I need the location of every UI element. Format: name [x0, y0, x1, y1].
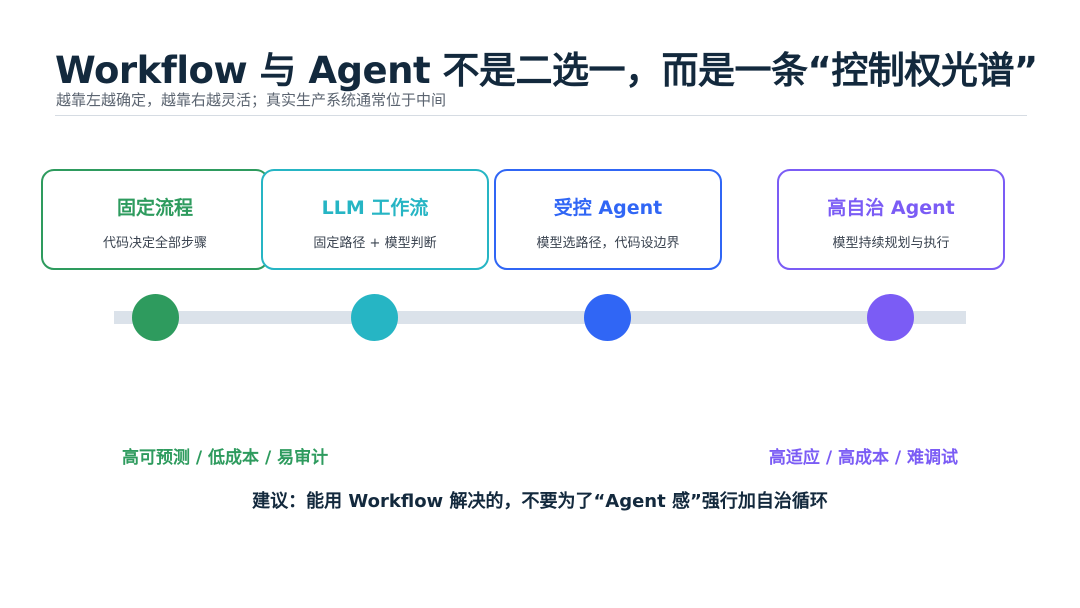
- stage-description: 模型选路径，代码设边界: [536, 236, 680, 251]
- stage-node-controlled-agent: [584, 294, 631, 341]
- stage-card-fixed-process: 固定流程 代码决定全部步骤: [41, 169, 269, 270]
- title-divider: [55, 115, 1027, 116]
- stage-node-fixed-process: [132, 294, 179, 341]
- advice-text: 建议：能用 Workflow 解决的，不要为了“Agent 感”强行加自治循环: [252, 491, 828, 512]
- stage-description: 固定路径 + 模型判断: [313, 236, 437, 251]
- stage-card-autonomous-agent: 高自治 Agent 模型持续规划与执行: [777, 169, 1005, 270]
- stage-name: 受控 Agent: [553, 197, 663, 219]
- stage-name: LLM 工作流: [321, 197, 429, 219]
- left-end-note: 高可预测 / 低成本 / 易审计: [122, 448, 329, 468]
- slide-subtitle: 越靠左越确定，越靠右越灵活；真实生产系统通常位于中间: [56, 91, 447, 109]
- right-end-note: 高适应 / 高成本 / 难调试: [768, 448, 958, 468]
- stage-name: 高自治 Agent: [827, 197, 955, 219]
- stage-description: 模型持续规划与执行: [832, 236, 950, 251]
- stage-node-autonomous-agent: [867, 294, 914, 341]
- spectrum-track: [114, 311, 966, 324]
- slide-title: Workflow 与 Agent 不是二选一，而是一条“控制权光谱”: [55, 49, 1038, 92]
- stage-node-llm-workflow: [351, 294, 398, 341]
- stage-description: 代码决定全部步骤: [102, 236, 207, 251]
- stage-card-llm-workflow: LLM 工作流 固定路径 + 模型判断: [261, 169, 489, 270]
- stage-name: 固定流程: [116, 197, 193, 219]
- stage-card-controlled-agent: 受控 Agent 模型选路径，代码设边界: [494, 169, 722, 270]
